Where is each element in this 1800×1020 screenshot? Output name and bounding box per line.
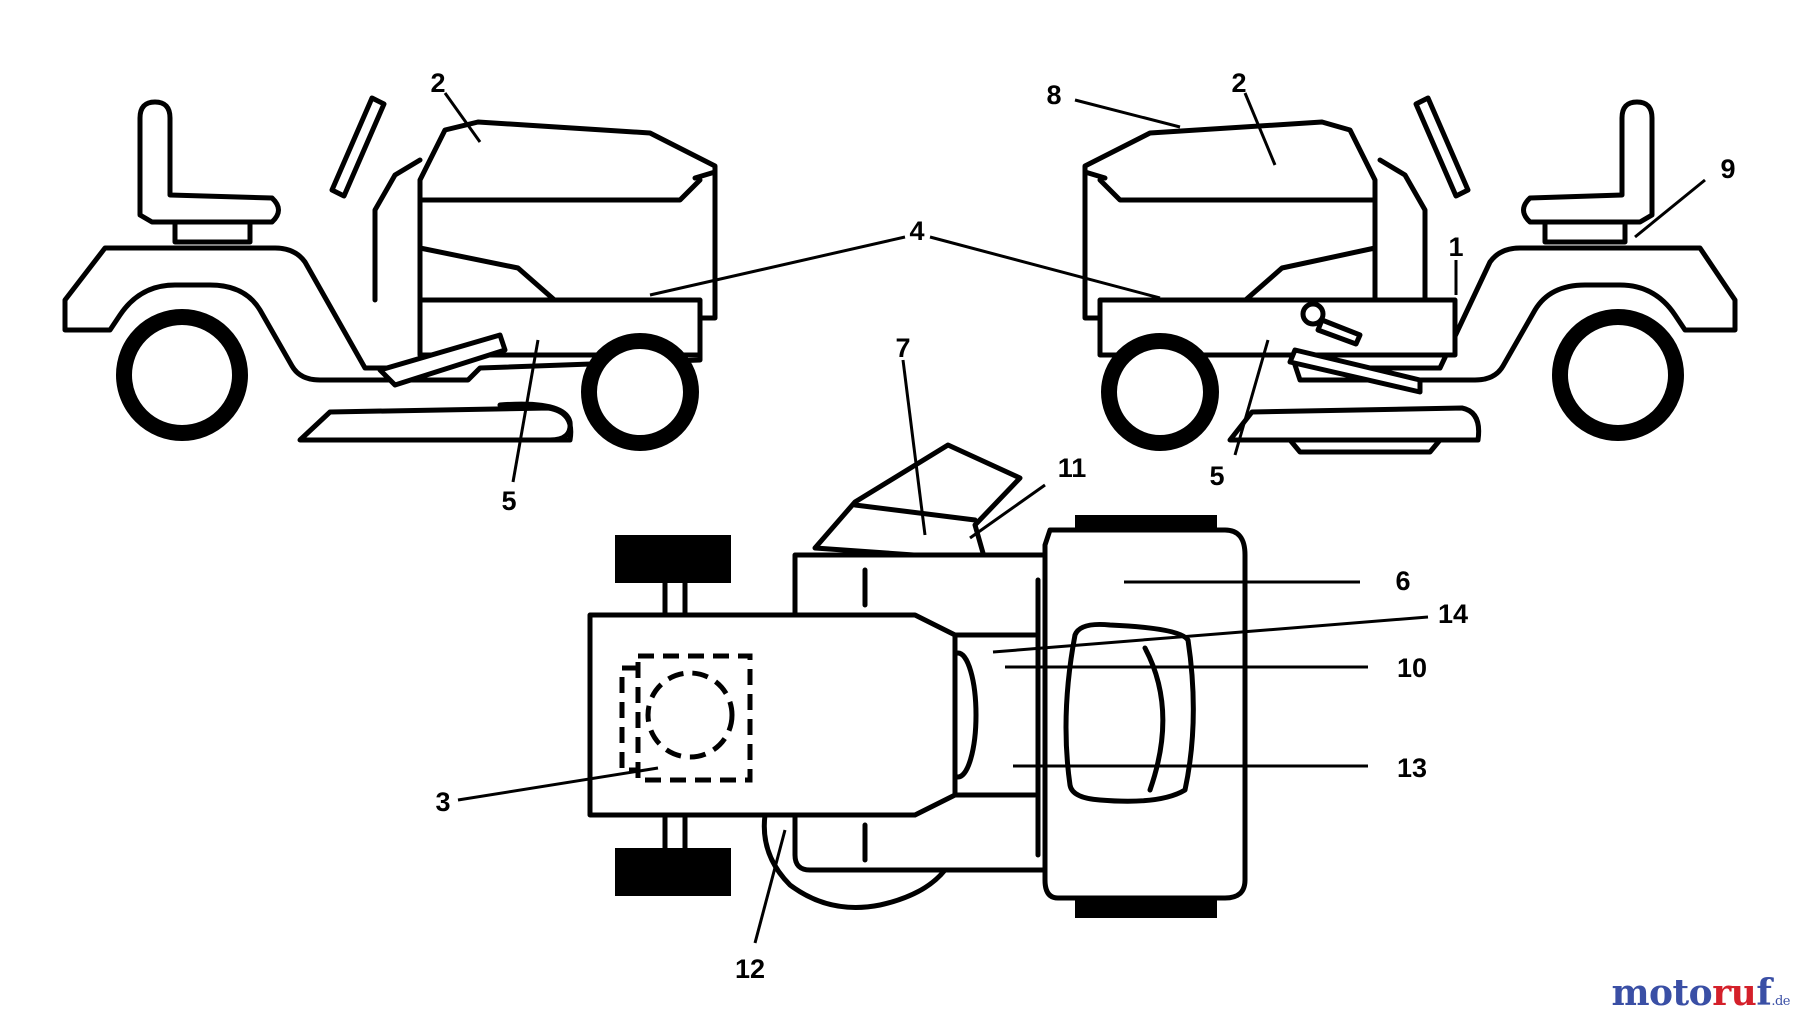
part-number-labels: 2 4 5 8 2 9 1 5 7 11 6 14 10 13 3 12 xyxy=(430,68,1735,984)
label-2-right: 2 xyxy=(1231,68,1246,98)
label-13: 13 xyxy=(1397,753,1427,783)
label-3: 3 xyxy=(435,787,450,817)
label-5-left: 5 xyxy=(501,486,516,516)
label-7: 7 xyxy=(895,333,910,363)
label-1: 1 xyxy=(1448,232,1463,262)
label-9: 9 xyxy=(1720,154,1735,184)
tractor-top-view xyxy=(587,442,1248,918)
label-2-left: 2 xyxy=(430,68,445,98)
tractor-right-side-view xyxy=(1082,95,1738,455)
label-11: 11 xyxy=(1058,453,1087,483)
watermark-suffix: .de xyxy=(1771,994,1790,1009)
label-10: 10 xyxy=(1397,653,1427,683)
watermark-part2: ru xyxy=(1712,972,1757,1014)
front-wheel-top xyxy=(615,535,731,583)
watermark-part3: f xyxy=(1756,972,1772,1014)
label-14: 14 xyxy=(1438,599,1468,629)
label-4: 4 xyxy=(909,216,924,246)
leader-lines xyxy=(443,92,1706,944)
label-12: 12 xyxy=(735,954,765,984)
label-8: 8 xyxy=(1046,80,1061,110)
tractor-left-side-view xyxy=(62,95,718,451)
front-wheel-bottom xyxy=(615,848,731,896)
label-5-right: 5 xyxy=(1209,461,1224,491)
watermark-part1: moto xyxy=(1611,972,1713,1014)
label-6: 6 xyxy=(1395,566,1410,596)
motoruf-watermark: motoruf.de xyxy=(1611,972,1790,1014)
